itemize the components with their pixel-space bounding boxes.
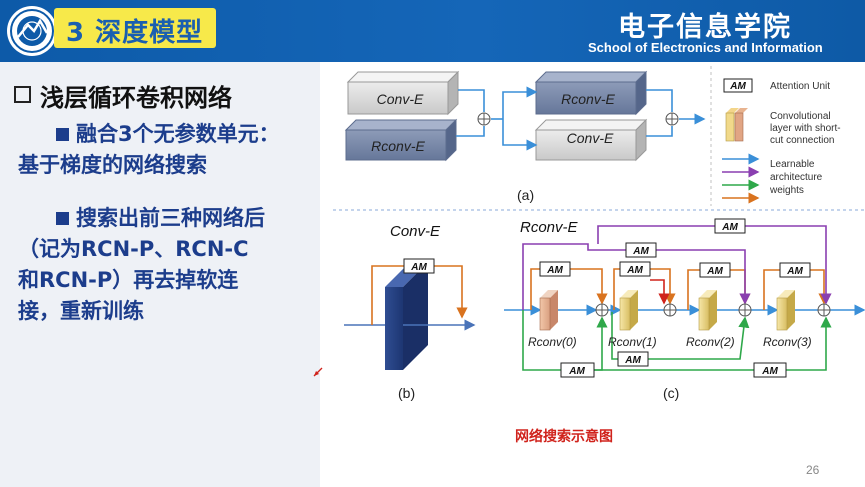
label-a: (a) <box>517 187 534 203</box>
label-conv-e-a1: Conv-E <box>377 91 424 107</box>
svg-text:AM: AM <box>729 81 746 92</box>
title-conv-e-b: Conv-E <box>390 223 441 240</box>
legend-learnable-2: architecture <box>770 172 823 183</box>
label-rconv2: Rconv(2) <box>686 335 735 349</box>
am-unit-c8: AM <box>624 355 641 366</box>
legend-attention: Attention Unit <box>770 81 830 92</box>
edges-green <box>522 310 832 371</box>
hollow-square-bullet-icon <box>14 86 31 103</box>
title-rconv-e-c: Rconv-E <box>520 219 579 236</box>
edges-panel-a <box>456 86 706 151</box>
bullet2-line4: 接，重新训练 <box>18 299 144 323</box>
label-rconv3: Rconv(3) <box>763 335 812 349</box>
block-conv-e-a1 <box>346 70 460 116</box>
edge-red <box>650 279 670 305</box>
diagram-caption: 网络搜索示意图 <box>515 429 613 445</box>
label-rconv0: Rconv(0) <box>528 335 577 349</box>
legend-conv-1: Convolutional <box>770 111 831 122</box>
outline-level1-text: 浅层循环卷积网络 <box>40 84 232 112</box>
edges-purple <box>522 225 832 310</box>
block-rconv-3 <box>776 290 795 331</box>
school-name-en: School of Electronics and Information <box>588 40 823 55</box>
legend-conv-3: cut connection <box>770 135 835 146</box>
am-unit-c1: AM <box>546 265 563 276</box>
filled-square-bullet-icon <box>56 128 69 141</box>
block-conv-b <box>385 262 428 370</box>
am-unit-c2: AM <box>626 265 643 276</box>
am-unit-c4: AM <box>786 266 803 277</box>
block-conv-e-a2 <box>534 118 648 162</box>
block-rconv-2 <box>698 290 717 331</box>
school-name-cn: 电子信息学院 <box>618 12 792 43</box>
university-logo-icon <box>7 6 57 56</box>
am-unit-c3: AM <box>706 266 723 277</box>
legend-learnable-3: weights <box>769 185 804 196</box>
edges-orange <box>530 268 830 310</box>
bullet1-line1: 融合3个无参数单元： <box>76 122 280 146</box>
label-rconv-e-a2: Rconv-E <box>561 91 615 107</box>
label-c: (c) <box>663 385 679 401</box>
bullet2-line2: （记为RCN-P、RCN-C <box>18 237 249 261</box>
title-highlight <box>54 8 216 48</box>
legend-conv-2: layer with short- <box>770 123 841 134</box>
am-unit-c6: AM <box>721 222 738 233</box>
slide-title: 3 深度模型 <box>66 18 204 48</box>
page-number: 26 <box>806 463 820 477</box>
label-b: (b) <box>398 385 415 401</box>
legend: AM Attention Unit Convolutional layer wi… <box>722 78 841 204</box>
outline-panel <box>0 62 320 487</box>
block-rconv-0 <box>539 290 558 331</box>
am-unit-c9: AM <box>761 366 778 377</box>
filled-square-bullet-icon <box>56 212 69 225</box>
block-rconv-e-a1 <box>344 118 458 162</box>
label-rconv1: Rconv(1) <box>608 335 657 349</box>
am-unit-c5: AM <box>632 246 649 257</box>
label-rconv-e-a1: Rconv-E <box>371 138 425 154</box>
block-rconv-1 <box>619 290 638 331</box>
label-conv-e-a2: Conv-E <box>567 130 614 146</box>
bullet1-line2: 基于梯度的网络搜索 <box>18 153 207 177</box>
block-rconv-e-a2 <box>534 70 648 116</box>
legend-learnable-1: Learnable <box>770 159 815 170</box>
am-unit-b: AM <box>410 262 427 273</box>
edges-panel-b <box>344 265 476 331</box>
bullet2-line1: 搜索出前三种网络后 <box>76 206 265 230</box>
am-unit-c7: AM <box>568 366 585 377</box>
am-units-c <box>539 218 811 378</box>
bullet2-line3: 和RCN-P）再去掉软连 <box>18 268 239 292</box>
